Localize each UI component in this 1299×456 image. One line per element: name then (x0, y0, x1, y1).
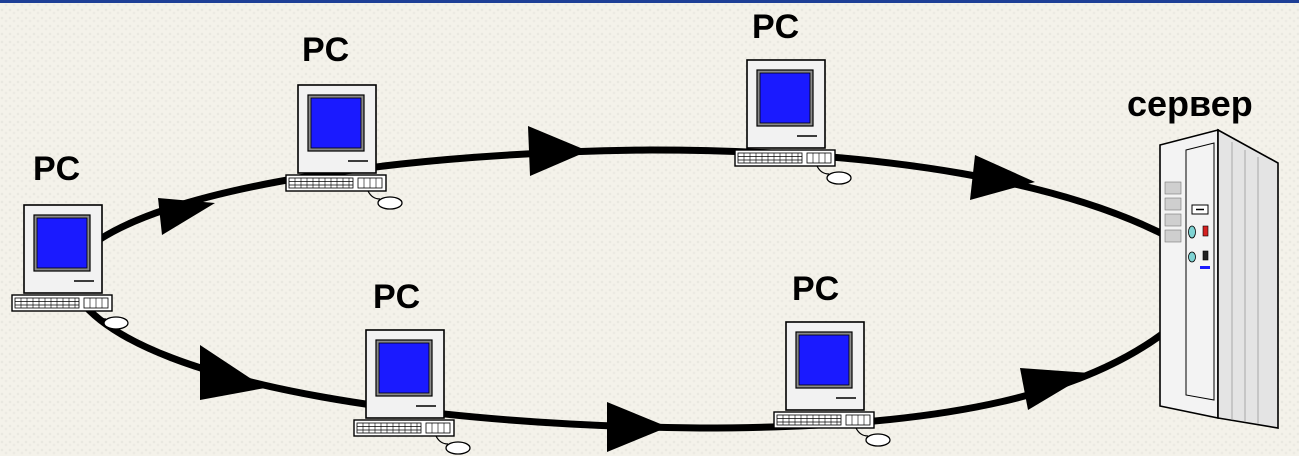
top-accent-bar (0, 0, 1299, 3)
direction-arrow (200, 345, 265, 400)
ring-connection-upper (77, 146, 1202, 258)
computer-icon (285, 84, 403, 210)
direction-arrow (158, 198, 215, 235)
computer-icon (773, 321, 891, 447)
direction-arrow (607, 402, 668, 452)
computer-icon (734, 59, 852, 185)
server-icon (1159, 128, 1279, 429)
direction-arrow (1020, 368, 1090, 410)
pc-label: PC (752, 8, 800, 46)
pc-label: PC (373, 278, 421, 316)
pc-label: PC (33, 150, 81, 188)
pc-label: PC (792, 270, 840, 308)
server-label: сервер (1127, 83, 1253, 124)
pc-label: PC (302, 31, 350, 69)
direction-arrow (970, 155, 1035, 200)
computer-icon (353, 329, 471, 455)
direction-arrow (528, 126, 588, 176)
computer-icon (11, 204, 129, 330)
ring-connection-lower (77, 297, 1203, 432)
